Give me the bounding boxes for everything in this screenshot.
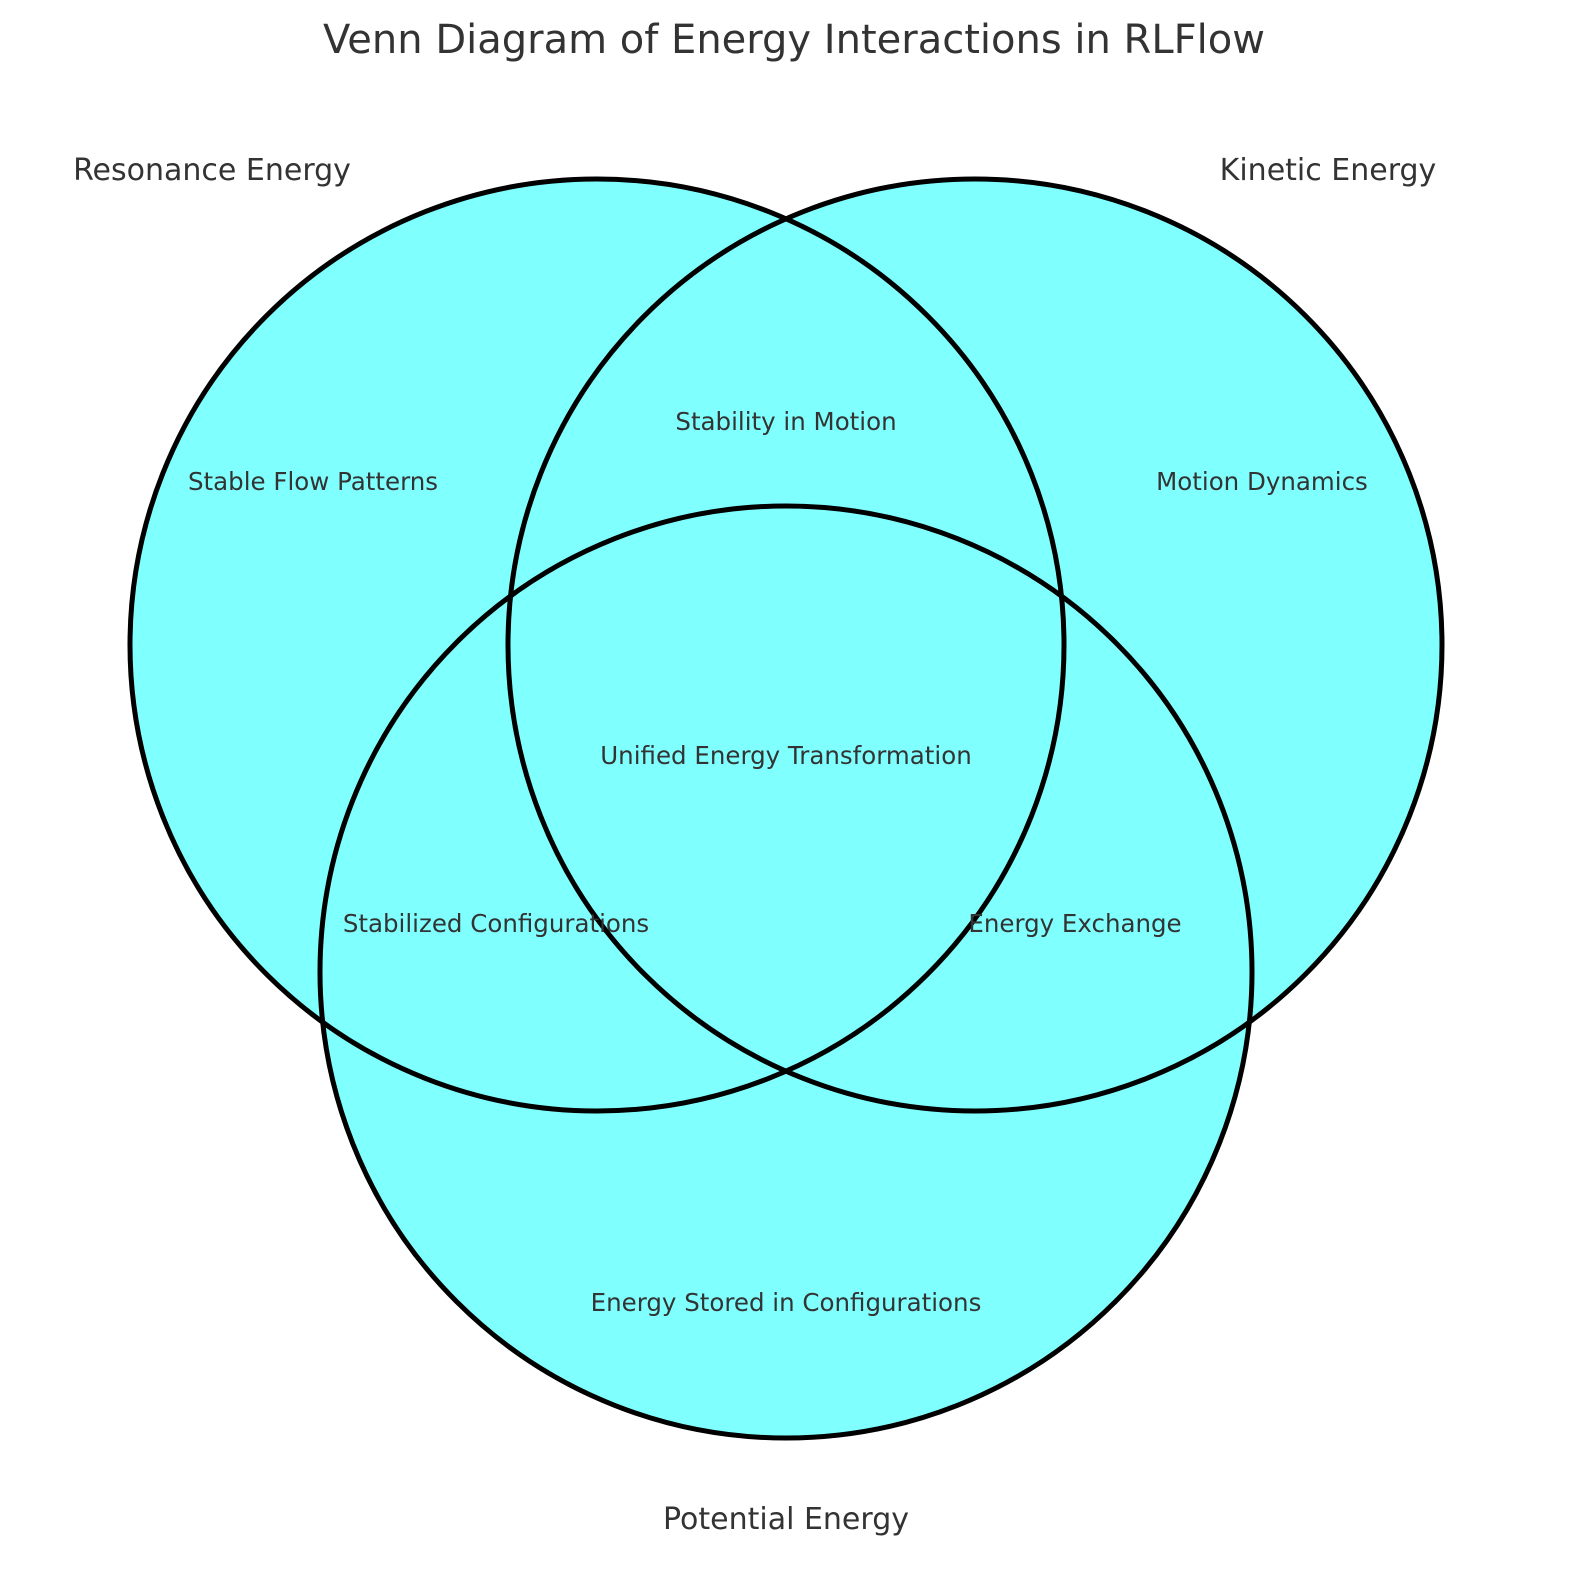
set-label-resonance: Resonance Energy [73,153,351,188]
resonance-circle [127,176,1067,1114]
region-resonance-potential: Stabilized Configurations [343,909,649,938]
circle-outlines [127,176,1445,1441]
diagram-title: Venn Diagram of Energy Interactions in R… [323,17,1265,63]
potential-circle-fill [320,506,1252,1438]
set-label-kinetic: Kinetic Energy [1220,153,1437,188]
set-label-potential: Potential Energy [663,1502,909,1537]
region-resonance-kinetic: Stability in Motion [675,407,896,436]
region-kinetic-potential: Energy Exchange [968,909,1181,938]
region-potential-only: Energy Stored in Configurations [591,1288,982,1317]
potential-circle [317,503,1255,1441]
region-kinetic-only: Motion Dynamics [1156,467,1368,496]
region-resonance-only: Stable Flow Patterns [188,467,438,496]
region-all-three: Unified Energy Transformation [600,741,971,770]
kinetic-circle [505,176,1445,1114]
circle-fills [130,179,1442,1438]
